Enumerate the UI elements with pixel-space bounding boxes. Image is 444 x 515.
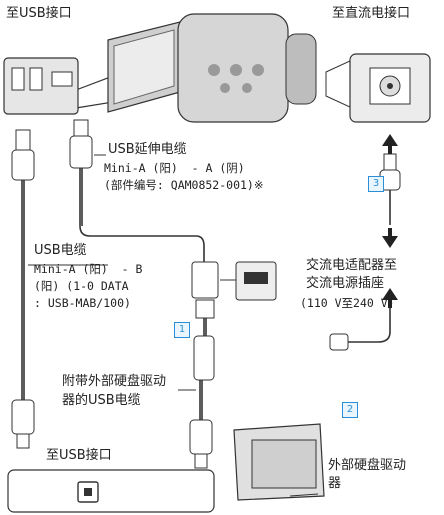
usb-cable-title: USB电缆: [34, 243, 87, 258]
up-arrow-icon-adapter: [382, 288, 398, 308]
usb-b-port-icon: [7, 469, 215, 513]
adapter-line-3: (110 V至240 V): [300, 296, 395, 310]
hdd-cable-line-2: 器的USB电缆: [62, 393, 141, 408]
step-badge-2: 2: [342, 402, 358, 418]
adapter-line-1: 交流电适配器至: [306, 258, 398, 273]
dc-plug: [329, 153, 401, 351]
usb-cable-plug-bottom: [11, 399, 35, 449]
hdd-label-line-2: 器: [328, 476, 342, 491]
leader-lines: [28, 154, 196, 391]
usb-port-top-label: 至USB接口: [6, 6, 72, 21]
usb-a-receptacle-icon: [191, 261, 277, 319]
usb-cable-plug-top: [11, 129, 35, 181]
ext-cable-plug-top: [69, 119, 93, 169]
usb-cable-spec-1: Mini-A (阳) - B: [34, 262, 143, 276]
dc-jack-icon: [325, 53, 431, 123]
cables: [21, 150, 391, 420]
dc-port-label: 至直流电接口: [332, 6, 411, 21]
hdd-cable-plugs: [189, 335, 215, 469]
hdd-label-line-1: 外部硬盘驱动: [328, 458, 407, 473]
down-arrow-icon: [382, 228, 398, 248]
usb-cable-spec-2: (阳) (1-0 DATA: [34, 279, 129, 293]
usb-cable-spec-3: : USB-MAB/100): [34, 296, 131, 310]
step-badge-1: 1: [174, 322, 190, 338]
hdd-cable-line-1: 附带外部硬盘驱动: [62, 374, 167, 389]
adapter-line-2: 交流电源插座: [306, 276, 385, 291]
step-badge-3: 3: [368, 176, 384, 192]
ext-cable-title: USB延伸电缆: [108, 142, 187, 157]
usb-port-bottom-label: 至USB接口: [46, 448, 112, 463]
up-arrow-icon: [382, 134, 398, 154]
ext-cable-spec: Mini-A (阳) - A (阴): [104, 161, 245, 175]
camcorder-icon: [107, 13, 317, 123]
hdd-icon: [233, 423, 325, 501]
ext-cable-part: (部件编号: QAM0852-001)※: [104, 178, 264, 192]
